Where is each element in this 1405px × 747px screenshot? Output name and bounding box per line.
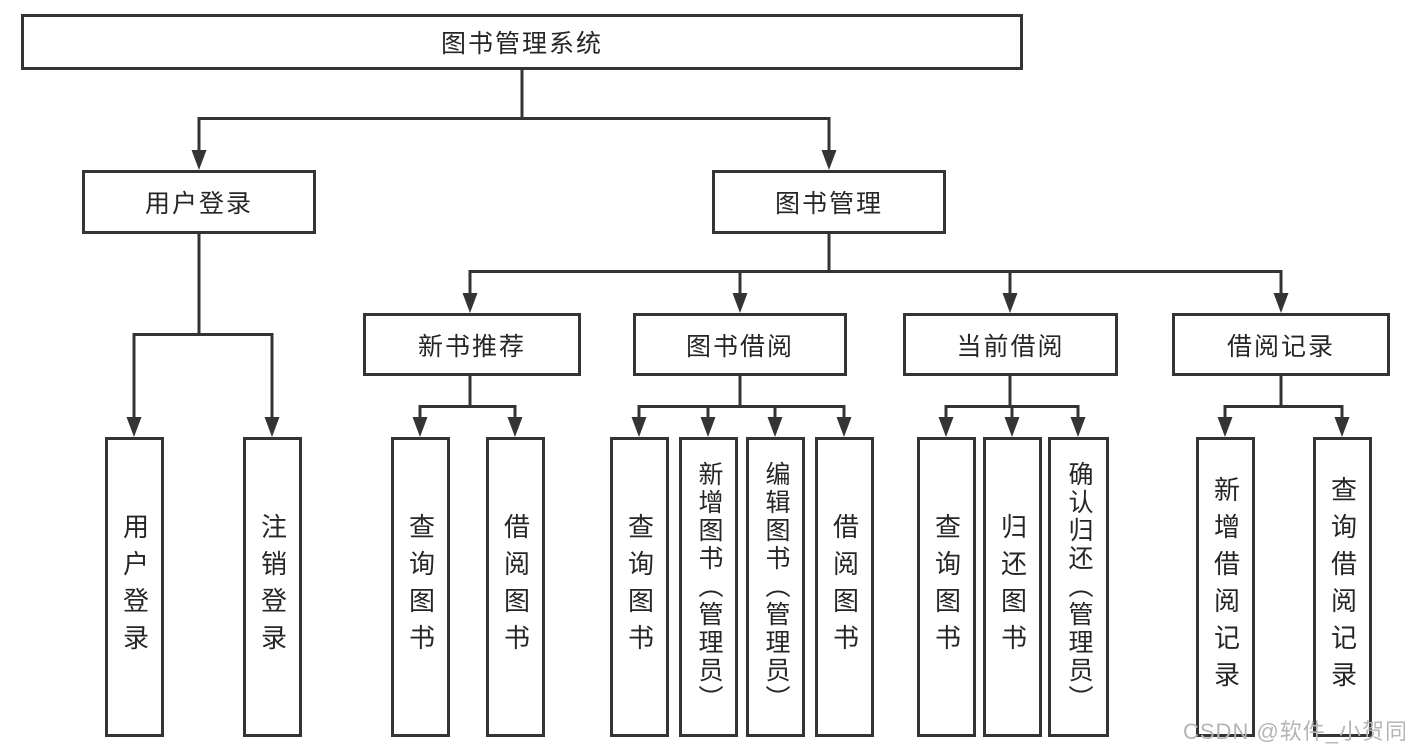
node-label: 查询借阅记录 — [1327, 476, 1358, 698]
leaf-logout: 注销登录 — [243, 437, 302, 737]
node-label: 查询图书 — [624, 513, 655, 661]
node-label: 归还图书 — [997, 513, 1028, 661]
leaf-borrow-books-1: 借阅图书 — [486, 437, 545, 737]
node-label: 新增借阅记录 — [1210, 476, 1241, 698]
node-root: 图书管理系统 — [21, 14, 1023, 70]
arrow-down-icon — [191, 150, 837, 170]
node-label: 图书管理系统 — [440, 30, 603, 58]
connector-line — [637, 376, 846, 419]
node-new-book-recommend: 新书推荐 — [363, 313, 581, 376]
connector-line — [418, 376, 517, 419]
arrow-down-icon — [412, 417, 523, 437]
watermark: CSDN @软件_小贺同学 — [1183, 719, 1405, 744]
node-label: 借阅图书 — [829, 513, 860, 661]
node-label: 注销登录 — [257, 513, 288, 661]
node-borrow-record: 借阅记录 — [1172, 313, 1390, 376]
node-label: 新书推荐 — [417, 332, 526, 361]
leaf-user-login: 用户登录 — [105, 437, 164, 737]
node-label: 新增图书（管理员） — [695, 461, 723, 713]
leaf-return-books: 归还图书 — [983, 437, 1042, 737]
node-label: 确认归还（管理员） — [1065, 461, 1093, 713]
leaf-edit-books-admin: 编辑图书（管理员） — [746, 437, 805, 737]
leaf-query-borrow-record: 查询借阅记录 — [1313, 437, 1372, 737]
leaf-borrow-books-2: 借阅图书 — [815, 437, 874, 737]
node-label: 图书借阅 — [685, 332, 794, 361]
leaf-query-books-2: 查询图书 — [610, 437, 669, 737]
arrow-down-icon — [1217, 417, 1350, 437]
node-label: 查询图书 — [931, 513, 962, 661]
node-label: 用户登录 — [144, 190, 253, 218]
arrow-down-icon — [631, 417, 852, 437]
connector-line — [468, 233, 1283, 295]
node-label: 借阅图书 — [500, 513, 531, 661]
leaf-query-books-3: 查询图书 — [917, 437, 976, 737]
node-label: 查询图书 — [405, 513, 436, 661]
leaf-confirm-return-admin: 确认归还（管理员） — [1048, 437, 1109, 737]
leaf-add-books-admin: 新增图书（管理员） — [679, 437, 738, 737]
arrow-down-icon — [126, 417, 280, 437]
arrow-down-icon — [938, 417, 1086, 437]
node-label: 用户登录 — [119, 513, 150, 661]
arrow-down-icon — [462, 293, 1289, 313]
node-label: 当前借阅 — [956, 332, 1065, 361]
leaf-add-borrow-record: 新增借阅记录 — [1196, 437, 1255, 737]
node-book-borrow: 图书借阅 — [633, 313, 847, 376]
node-user-login: 用户登录 — [82, 170, 316, 234]
leaf-query-books-1: 查询图书 — [391, 437, 450, 737]
connector-line — [1223, 376, 1344, 419]
connector-line — [197, 69, 831, 152]
node-book-management: 图书管理 — [712, 170, 946, 234]
node-current-borrow: 当前借阅 — [903, 313, 1118, 376]
node-label: 图书管理 — [774, 190, 883, 218]
node-label: 编辑图书（管理员） — [762, 461, 790, 713]
node-label: 借阅记录 — [1226, 332, 1335, 361]
connector-line — [132, 233, 274, 419]
connector-line — [944, 376, 1080, 419]
